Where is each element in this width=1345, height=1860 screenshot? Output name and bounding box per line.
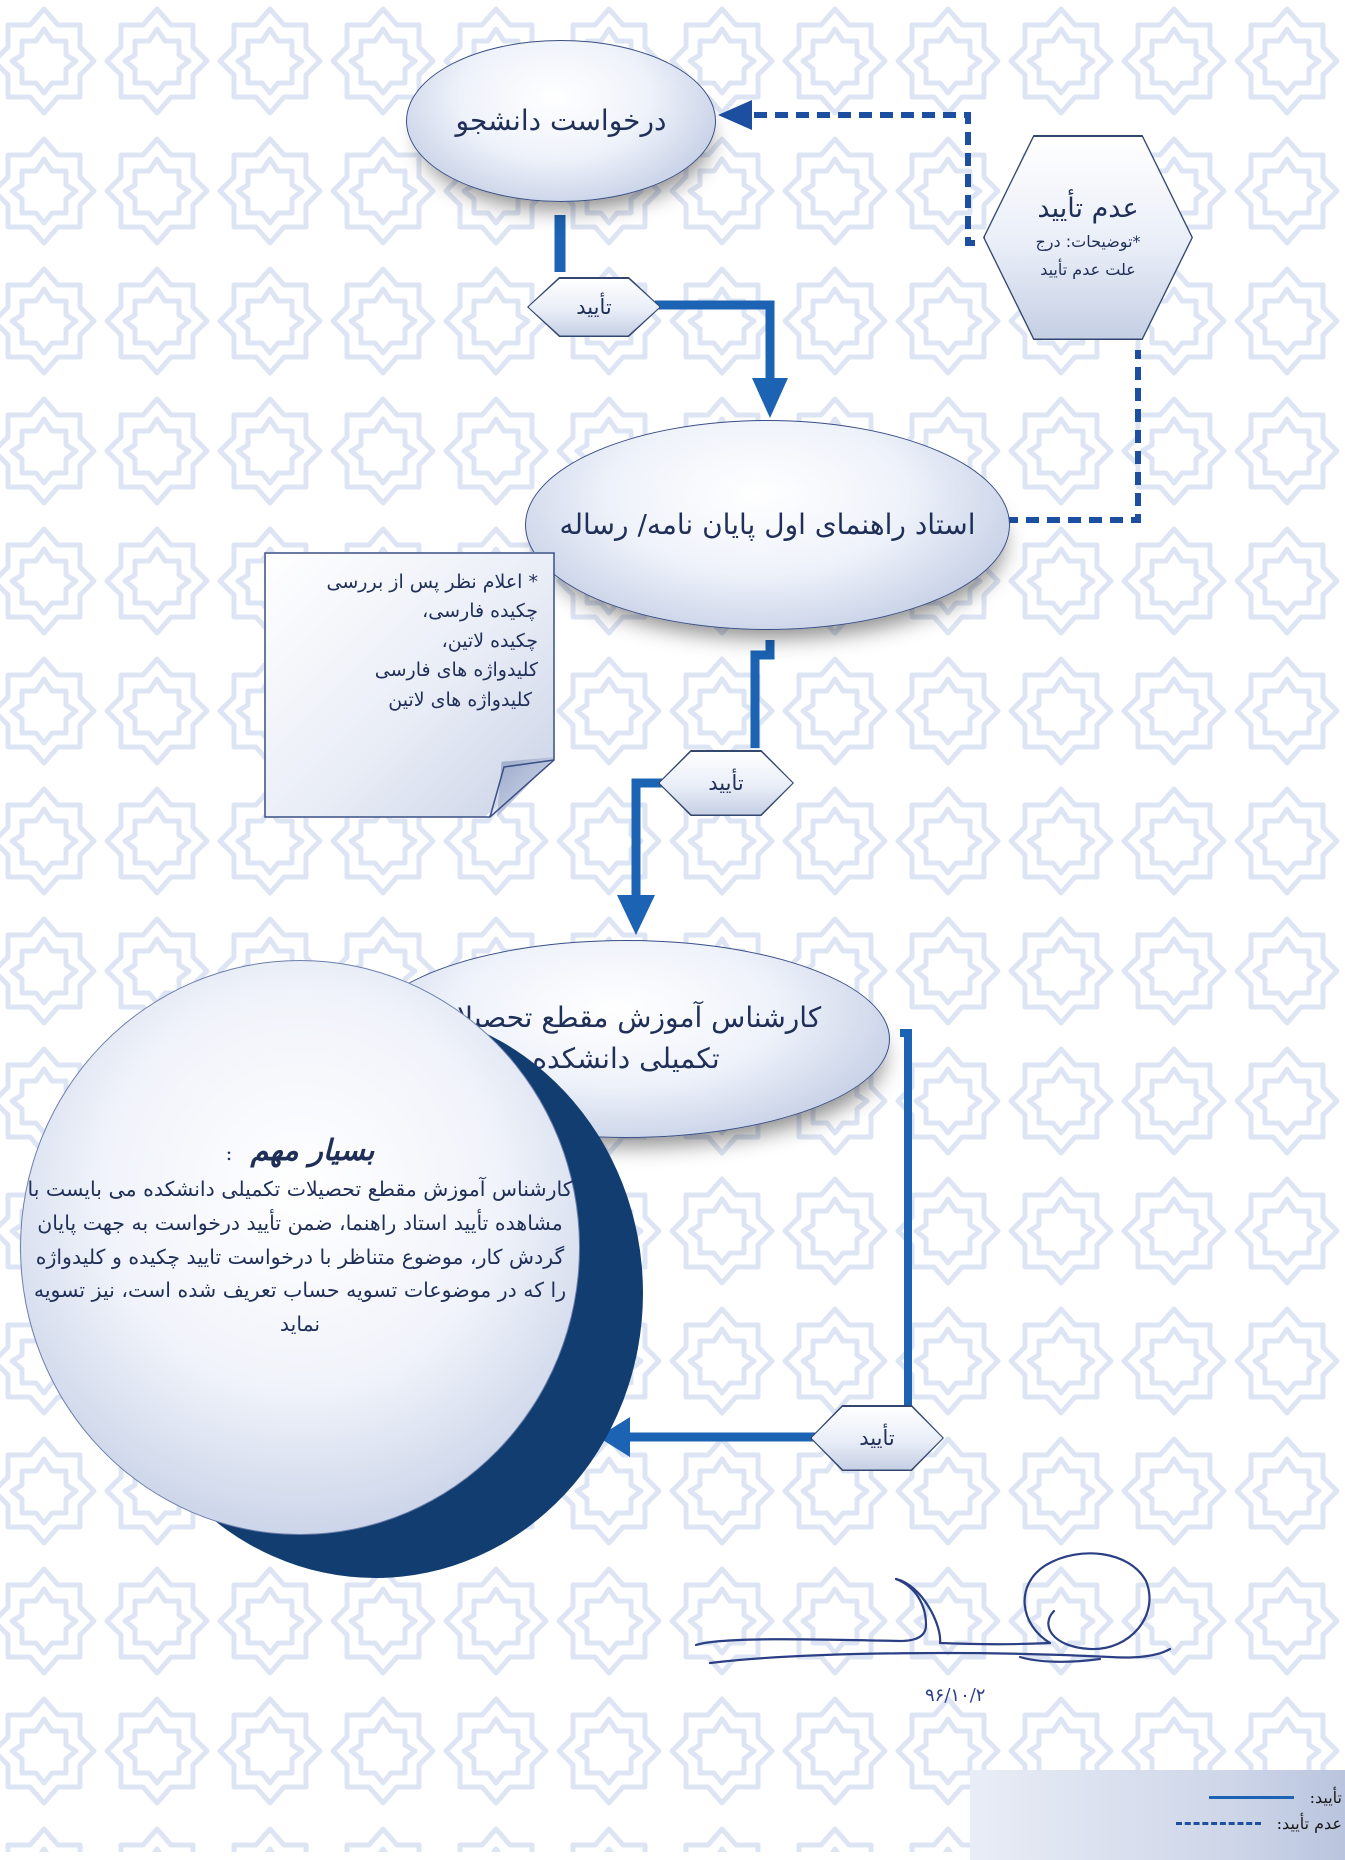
- advisor-node: استاد راهنمای اول پایان نامه/ رساله: [525, 420, 1010, 630]
- reject-node: عدم تأیید *توضیحات: درج علت عدم تأیید: [983, 135, 1193, 340]
- important-heading-colon: :: [225, 1140, 233, 1165]
- important-notice: بسیار مهم : کارشناس آموزش مقطع تحصیلات ت…: [20, 960, 580, 1535]
- arrow-to-important: [598, 1417, 630, 1457]
- important-body: کارشناس آموزش مقطع تحصیلات تکمیلی دانشکد…: [27, 1176, 573, 1337]
- signature-date: ۹۶/۱۰/۲: [925, 1685, 986, 1706]
- student-request-node: درخواست دانشجو: [406, 40, 716, 202]
- signature: [694, 1552, 1172, 1665]
- arrow-to-advisor: [752, 378, 788, 418]
- note-outline: [264, 552, 555, 818]
- legend-solid-line: [1208, 1796, 1294, 1799]
- approve-step-2-label: تأیید: [708, 771, 744, 795]
- note-line: چکیده فارسی،: [422, 600, 538, 623]
- approve-step-3-label: تأیید: [859, 1426, 895, 1450]
- note-line: * اعلام نظر پس از بررسی: [326, 571, 538, 593]
- student-request-label: درخواست دانشجو: [455, 103, 667, 137]
- connector-reject-to-student: [745, 112, 975, 246]
- arrow-to-student: [718, 100, 752, 130]
- reject-title: عدم تأیید: [1037, 192, 1139, 224]
- legend-approve-label: تأیید:: [1309, 1788, 1342, 1807]
- approve-step-1: تأیید: [527, 277, 661, 337]
- connector-approve-to-advisor: [655, 300, 775, 380]
- important-heading-row: بسیار مهم :: [226, 1133, 375, 1167]
- note-line: کلیدواژه های فارسی: [374, 659, 538, 682]
- important-heading: بسیار مهم: [250, 1132, 375, 1167]
- connector-reject-return: [1005, 350, 1141, 523]
- connector-advisor-to-approve: [750, 640, 775, 748]
- legend: تأیید: عدم تأیید:: [970, 1770, 1345, 1860]
- legend-approve: تأیید:: [1208, 1788, 1342, 1807]
- expert-label: کارشناس آموزش مقطع تحصیلات تکمیلی دانشکد…: [430, 1001, 822, 1075]
- advisor-label: استاد راهنمای اول پایان نامه/ رساله: [559, 507, 976, 541]
- approve-step-2: تأیید: [658, 750, 794, 816]
- legend-dashed-line: [1175, 1822, 1261, 1825]
- note-line: چکیده لاتین،: [441, 629, 538, 652]
- arrow-to-expert: [617, 895, 655, 935]
- note-line: کلیدواژه های لاتین: [388, 688, 532, 711]
- legend-reject-label: عدم تأیید:: [1276, 1814, 1342, 1833]
- approve-step-1-label: تأیید: [576, 295, 612, 319]
- reject-note-line1: *توضیحات: درج: [1035, 231, 1141, 251]
- connector-expert-to-approve: [900, 1029, 912, 1437]
- reject-note-line2: علت عدم تأیید: [1040, 260, 1136, 280]
- connector-approve-to-expert: [631, 778, 668, 900]
- approve-step-3: تأیید: [810, 1405, 944, 1471]
- legend-reject: عدم تأیید:: [1175, 1814, 1342, 1833]
